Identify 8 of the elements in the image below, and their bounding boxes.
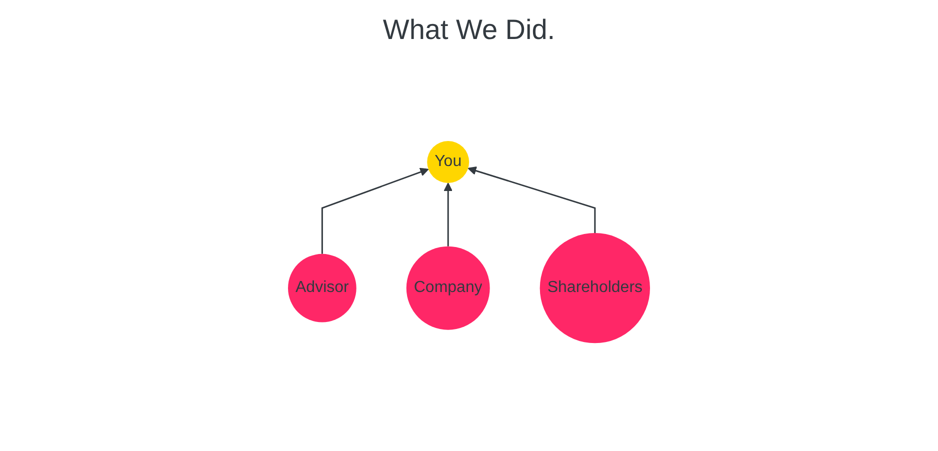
node-circle: Advisor	[288, 254, 356, 322]
node-circle: You	[427, 140, 470, 183]
arrow	[468, 166, 596, 233]
node-circle: Company	[406, 246, 490, 330]
node-circle: Shareholders	[540, 232, 650, 344]
arrow	[444, 182, 452, 246]
diagram-title: What We Did.	[382, 14, 556, 46]
arrow	[321, 168, 429, 254]
